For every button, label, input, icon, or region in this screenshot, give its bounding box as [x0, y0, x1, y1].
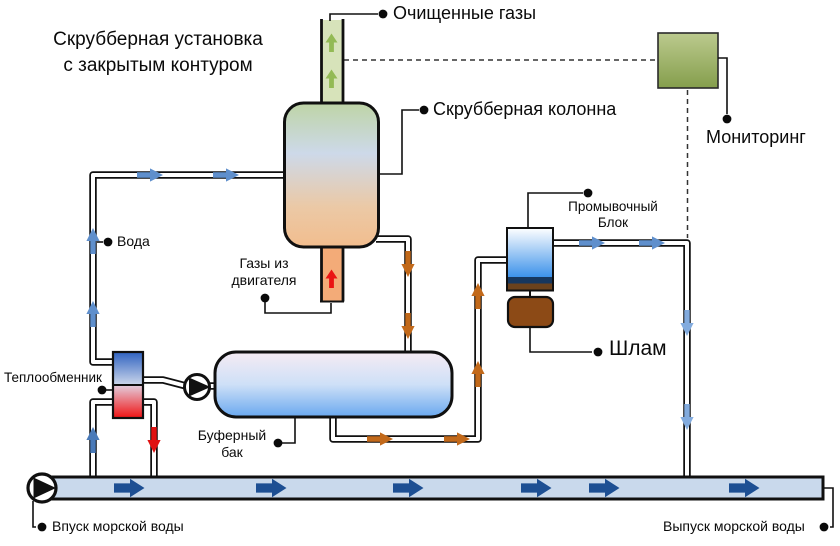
label-dots — [37, 9, 829, 532]
label-wash-block: Промывочный Блок — [561, 199, 665, 231]
heat-exchanger-shape — [111, 350, 145, 420]
pipes — [89, 171, 691, 476]
monitoring-dashed-lines — [344, 59, 689, 238]
sea-water-pump-icon — [26, 472, 58, 504]
label-engine-gases-line2: двигателя — [231, 272, 297, 288]
label-sea-water-inlet: Впуск морской воды — [52, 518, 184, 534]
diagram-title-line2: с закрытым контуром — [63, 55, 253, 76]
scrubber-column-shape — [283, 101, 380, 249]
label-buffer-tank-line2: бак — [221, 444, 243, 460]
circulation-pump-icon — [183, 373, 211, 401]
label-sludge: Шлам — [609, 337, 667, 360]
label-engine-gases: Газы из двигателя — [214, 255, 314, 289]
label-buffer-tank-line1: Буферный — [197, 427, 267, 443]
sea-water-pipe — [34, 475, 825, 501]
label-heat-exchanger: Теплообменник — [4, 370, 102, 385]
buffer-tank-shape — [213, 350, 454, 419]
label-connectors — [32, 13, 834, 528]
label-wash-block-line2: Блок — [597, 215, 629, 230]
sludge-box-shape — [506, 295, 555, 329]
label-monitoring: Мониторинг — [706, 127, 806, 147]
monitoring-box-shape — [657, 32, 719, 89]
label-water: Вода — [117, 233, 150, 249]
label-sea-water-outlet: Выпуск морской воды — [663, 518, 805, 534]
diagram-title-line1: Скрубберная установка — [53, 29, 263, 50]
label-scrubber-column: Скрубберная колонна — [433, 99, 617, 119]
label-wash-block-line1: Промывочный — [568, 199, 658, 214]
label-engine-gases-line1: Газы из — [239, 255, 289, 271]
wash-block-shape — [506, 227, 554, 297]
clean-gas-duct — [320, 19, 345, 110]
label-buffer-tank: Буферный бак — [189, 427, 275, 461]
label-clean-gases: Очищенные газы — [393, 3, 537, 23]
diagram-title: Скрубберная установка с закрытым контуро… — [36, 27, 280, 79]
